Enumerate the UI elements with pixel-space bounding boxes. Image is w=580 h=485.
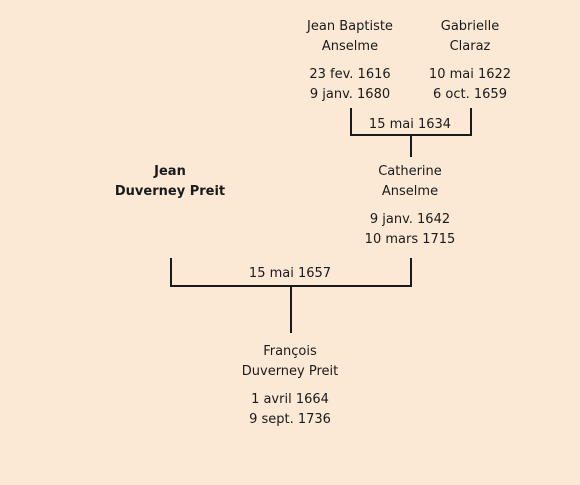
person-francois-duverney-preit: François Duverney Preit 1 avril 1664 9 s…: [210, 342, 370, 430]
birth-date: 10 mai 1622: [428, 67, 512, 82]
person-gabrielle-claraz: Gabrielle Claraz 10 mai 1622 6 oct. 1659: [390, 17, 550, 105]
person-name-line1: Catherine: [378, 164, 442, 179]
birth-date: 9 janv. 1642: [369, 212, 451, 227]
person-dates: 1 avril 1664 9 sept. 1736: [210, 390, 370, 430]
person-name-line1: Jean Baptiste: [307, 19, 393, 34]
death-date: 9 sept. 1736: [249, 412, 331, 427]
person-name-line2: Duverney Preit: [114, 184, 226, 199]
person-name-line2: Anselme: [381, 184, 439, 199]
person-catherine-anselme: Catherine Anselme 9 janv. 1642 10 mars 1…: [330, 162, 490, 250]
person-name-line1: Jean: [154, 164, 186, 179]
birth-date: 1 avril 1664: [251, 392, 329, 407]
person-dates: 23 fev. 1616 9 janv. 1680: [270, 65, 430, 105]
person-jean-duverney-preit: Jean Duverney Preit: [90, 162, 250, 202]
marriage-date-anselme-claraz: 15 mai 1634: [368, 117, 452, 132]
person-dates: 9 janv. 1642 10 mars 1715: [330, 210, 490, 250]
death-date: 10 mars 1715: [364, 232, 456, 247]
person-name-line1: Gabrielle: [440, 19, 500, 34]
person-name-line2: Claraz: [449, 39, 491, 54]
person-name-line1: François: [263, 344, 317, 359]
birth-date: 23 fev. 1616: [309, 67, 391, 82]
person-name-line2: Anselme: [321, 39, 379, 54]
person-jean-baptiste-anselme: Jean Baptiste Anselme 23 fev. 1616 9 jan…: [270, 17, 430, 105]
death-date: 9 janv. 1680: [309, 87, 391, 102]
marriage-date-duverney-anselme: 15 mai 1657: [248, 266, 332, 281]
person-dates: 10 mai 1622 6 oct. 1659: [390, 65, 550, 105]
person-name-line2: Duverney Preit: [241, 364, 339, 379]
death-date: 6 oct. 1659: [433, 87, 507, 102]
